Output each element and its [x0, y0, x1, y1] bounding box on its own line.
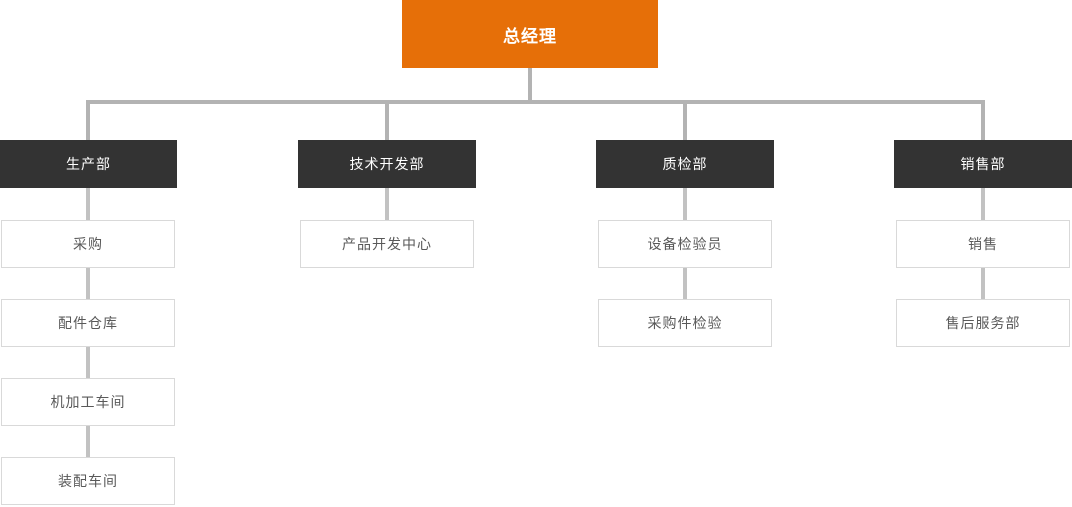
child-connector	[385, 188, 389, 220]
node-parts-warehouse: 配件仓库	[1, 299, 175, 347]
child-connector	[86, 347, 90, 378]
dept-drop-connector	[683, 100, 687, 140]
horizontal-connector	[86, 100, 985, 104]
child-connector	[981, 268, 985, 299]
child-connector	[86, 426, 90, 457]
node-quality-inspection-dept: 质检部	[596, 140, 774, 188]
node-production-dept: 生产部	[0, 140, 177, 188]
dept-drop-connector	[385, 100, 389, 140]
dept-drop-connector	[86, 100, 90, 140]
child-connector	[683, 188, 687, 220]
child-connector	[86, 268, 90, 299]
node-assembly-workshop: 装配车间	[1, 457, 175, 505]
child-connector	[86, 188, 90, 220]
node-tech-development-dept: 技术开发部	[298, 140, 476, 188]
node-product-development-center: 产品开发中心	[300, 220, 474, 268]
node-sales: 销售	[896, 220, 1070, 268]
node-after-sales-service-dept: 售后服务部	[896, 299, 1070, 347]
node-procurement: 采购	[1, 220, 175, 268]
node-general-manager: 总经理	[402, 0, 658, 68]
node-purchased-parts-inspection: 采购件检验	[598, 299, 772, 347]
node-equipment-inspector: 设备检验员	[598, 220, 772, 268]
dept-drop-connector	[981, 100, 985, 140]
node-machining-workshop: 机加工车间	[1, 378, 175, 426]
child-connector	[683, 268, 687, 299]
node-sales-dept: 销售部	[894, 140, 1072, 188]
root-stem-connector	[528, 68, 532, 102]
child-connector	[981, 188, 985, 220]
